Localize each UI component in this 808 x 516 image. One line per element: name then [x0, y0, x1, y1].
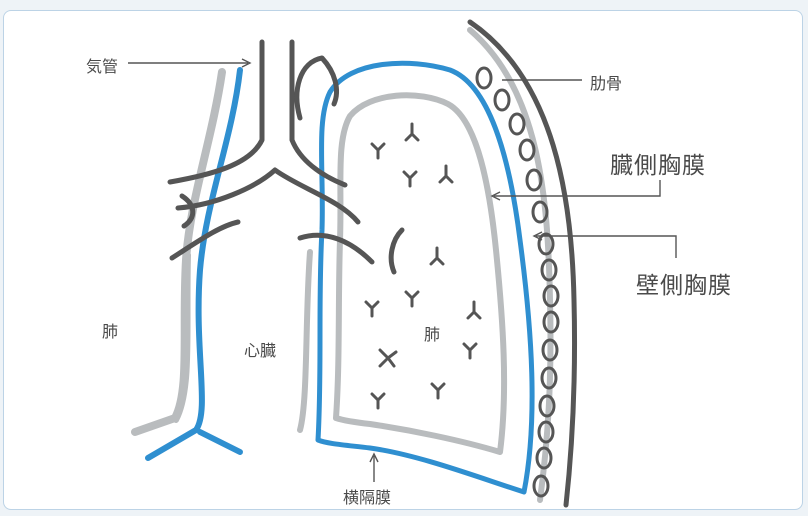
lung-right-label: 肺	[424, 321, 440, 345]
alveolus-mark	[464, 344, 476, 358]
rib	[510, 114, 524, 134]
rib	[477, 68, 491, 88]
diaphragm-label: 横隔膜	[343, 484, 391, 508]
visceral-leader	[494, 180, 660, 196]
visceral-pleura-label: 臓側胸膜	[610, 146, 706, 180]
rib-label: 肋骨	[590, 70, 622, 94]
left-lung-parietal-outline	[148, 70, 240, 458]
heart-base-outline	[200, 432, 240, 452]
trachea-label: 気管	[86, 53, 118, 77]
alveolus-mark	[432, 384, 444, 398]
alveolus-mark	[372, 394, 384, 408]
bronchus-right-hook	[391, 230, 402, 272]
alveolus-mark	[372, 144, 384, 158]
alveolus-mark	[431, 248, 443, 264]
alveolus-mark	[440, 166, 452, 182]
heart-label: 心臓	[244, 337, 276, 361]
lung-left-label: 肺	[102, 318, 118, 342]
right-lung-visceral-outline	[336, 95, 504, 452]
mediastinum-right-line	[300, 252, 310, 430]
alveolus-mark	[468, 302, 480, 318]
alveoli	[366, 124, 480, 408]
alveolus-mark	[366, 302, 378, 316]
alveolus-mark	[406, 292, 418, 306]
rib	[520, 140, 534, 160]
rib	[495, 90, 509, 110]
parietal-leader	[536, 236, 676, 258]
alveolus-mark	[404, 172, 416, 186]
alveolus-mark	[380, 350, 396, 366]
parietal-pleura-label: 壁側胸膜	[636, 266, 732, 300]
alveolus-mark	[406, 124, 418, 140]
